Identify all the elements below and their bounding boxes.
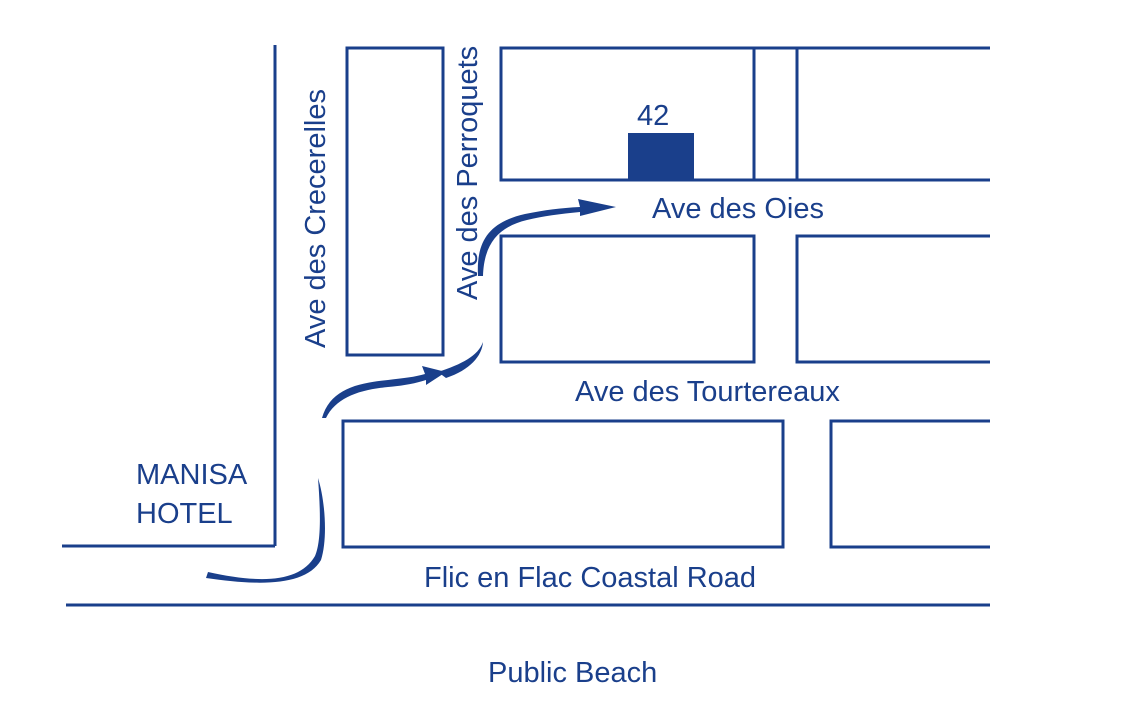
route-arrow-2-tail (438, 342, 483, 378)
hotel-label-line1: MANISA (136, 459, 248, 491)
route-arrow-1 (206, 478, 325, 583)
street-label-coastal-road: Flic en Flac Coastal Road (424, 562, 756, 594)
street-label-tourtereaux: Ave des Tourtereaux (575, 376, 840, 408)
building-42-marker (628, 133, 694, 180)
block-crecerelles-perroquets (345, 46, 445, 357)
building-number-label: 42 (637, 100, 669, 132)
street-label-perroquets: Ave des Perroquets (452, 46, 484, 300)
block-oies-tourtereaux-left (499, 234, 756, 364)
hotel-label-line2: HOTEL (136, 498, 233, 530)
block-tourtereaux-coastal-right (829, 419, 990, 549)
route-arrow-3 (477, 199, 616, 276)
route-arrow-2 (322, 366, 446, 418)
block-42 (499, 46, 756, 182)
street-label-crecerelles: Ave des Crecerelles (300, 89, 332, 348)
block-top-right (795, 46, 990, 182)
beach-label: Public Beach (488, 657, 657, 689)
street-label-oies: Ave des Oies (652, 193, 824, 225)
block-oies-tourtereaux-right (795, 234, 990, 364)
block-tourtereaux-coastal-left (341, 419, 785, 549)
